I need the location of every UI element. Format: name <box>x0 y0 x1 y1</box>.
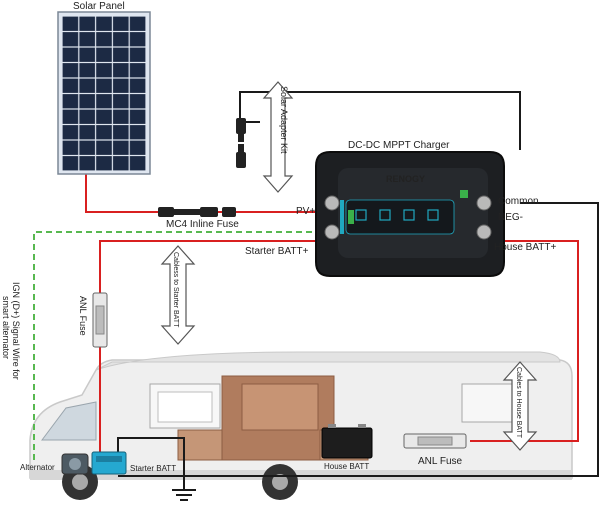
ign-wire-label-line2: smart alternator <box>1 296 11 359</box>
ign-signal-wire <box>33 231 322 462</box>
ground-icon <box>172 489 196 501</box>
terminal-starter-batt-plus <box>324 224 340 240</box>
anl-fuse-right-device <box>403 433 467 449</box>
mc4-inline-fuse <box>158 207 236 217</box>
mc4-connectors <box>236 118 246 168</box>
dc-dc-mppt-charger: RENOGY <box>315 151 505 277</box>
solar-panel-label: Solar Panel <box>73 1 125 12</box>
starter-battery <box>91 451 127 475</box>
anl-fuse-left-label: ANL Fuse <box>78 296 88 336</box>
anl-fuse-right-label: ANL Fuse <box>418 456 463 467</box>
anl-fuse-left-device <box>92 292 108 348</box>
house-battery <box>321 424 373 459</box>
house-batt-label: House BATT <box>324 462 369 471</box>
solar-panel <box>57 11 151 175</box>
terminal-common-neg <box>476 195 492 211</box>
starter-batt-label: Starter BATT <box>130 464 176 473</box>
pv-plus-label: PV+ <box>296 206 315 217</box>
starter-batt-plus-label: Starter BATT+ <box>245 246 309 257</box>
solar-adapter-kit-label: Solar Adapter Kit <box>279 86 289 154</box>
terminal-house-batt-plus <box>476 224 492 240</box>
arrow-solar-adapter-kit <box>262 81 294 193</box>
terminal-pv-plus <box>324 195 340 211</box>
cables-starter-label: Cabless to Starter BATT <box>172 252 179 328</box>
rv-camper <box>29 351 573 500</box>
cables-house-label: Cables to House BATT <box>515 367 522 439</box>
charger-display <box>345 199 455 235</box>
charger-status-icons <box>355 209 439 221</box>
brand-logo: RENOGY <box>386 174 425 184</box>
negative-wires <box>117 91 599 490</box>
common-label: Common <box>498 196 539 207</box>
ign-wire-label-line1: IGN (D+) Signal Wire for <box>11 282 21 380</box>
arrow-cables-house <box>502 361 538 451</box>
house-batt-plus-label: House BATT+ <box>494 242 556 253</box>
alternator-device <box>61 453 89 475</box>
neg-label: NEG- <box>498 212 523 223</box>
alternator-label: Alternator <box>20 463 55 472</box>
arrow-cables-starter <box>160 245 196 345</box>
mc4-inline-fuse-label: MC4 Inline Fuse <box>166 219 239 230</box>
charger-title-label: DC-DC MPPT Charger <box>348 140 450 151</box>
